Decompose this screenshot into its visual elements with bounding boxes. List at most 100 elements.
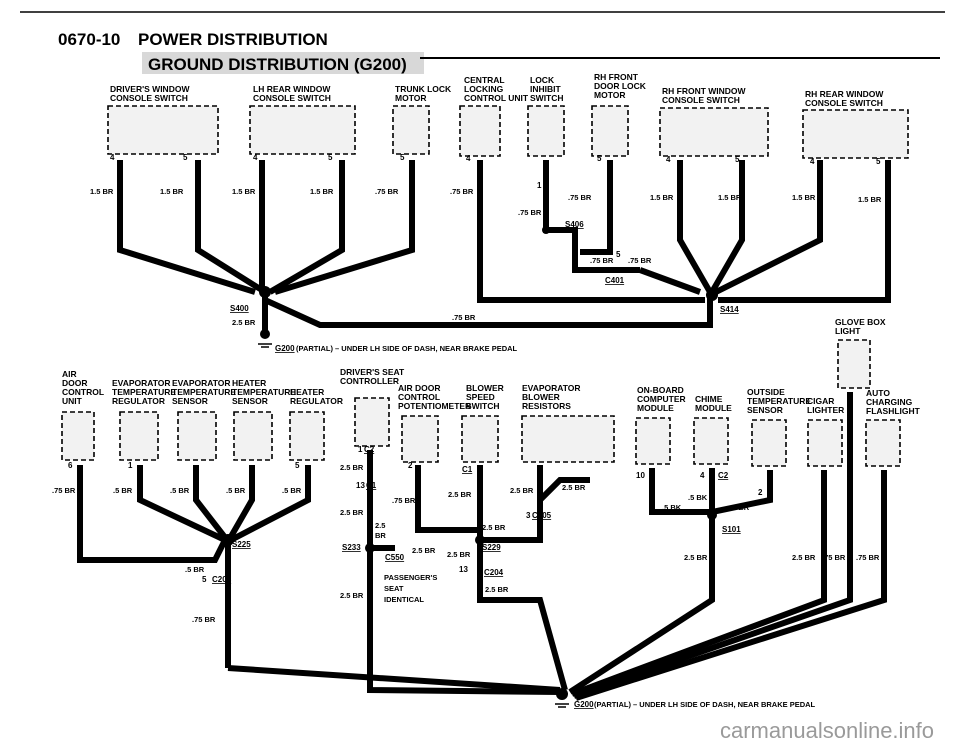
svg-text:2.5 BR: 2.5 BR xyxy=(447,550,471,559)
svg-text:TEMPERATURE: TEMPERATURE xyxy=(747,396,811,406)
label-drivers-window: DRIVER'S WINDOW CONSOLE SWITCH xyxy=(110,84,190,103)
svg-text:SENSOR: SENSOR xyxy=(172,396,208,406)
top-wire-labels: 1.5 BR 1.5 BR 1.5 BR 1.5 BR .75 BR .75 B… xyxy=(90,187,882,327)
label-air-door: AIR DOOR CONTROL UNIT xyxy=(62,369,104,406)
svg-text:CENTRAL: CENTRAL xyxy=(464,75,505,85)
svg-text:C204: C204 xyxy=(484,568,504,577)
svg-text:MODULE: MODULE xyxy=(695,403,732,413)
svg-text:MODULE: MODULE xyxy=(637,403,674,413)
box-evap-sensor xyxy=(177,411,217,461)
svg-text:FLASHLIGHT: FLASHLIGHT xyxy=(866,406,921,416)
svg-text:CONSOLE SWITCH: CONSOLE SWITCH xyxy=(805,98,883,108)
svg-text:2.5 BR: 2.5 BR xyxy=(485,585,509,594)
bottom-connectors: C2 C1 C1 S225 C204 S233 C550 S229 C204 C… xyxy=(212,445,741,584)
ground-note-top: (PARTIAL) – UNDER LH SIDE OF DASH, NEAR … xyxy=(296,344,518,353)
svg-text:SWITCH: SWITCH xyxy=(466,401,500,411)
label-lock-inhibit: LOCK INHIBIT SWITCH xyxy=(530,75,564,103)
box-flashlight xyxy=(865,419,901,467)
svg-text:IDENTICAL: IDENTICAL xyxy=(384,595,424,604)
svg-text:.75 BR: .75 BR xyxy=(192,615,216,624)
splice-dot-s229 xyxy=(475,535,485,545)
svg-text:CONTROL UNIT: CONTROL UNIT xyxy=(464,93,529,103)
splice-dot-s400 xyxy=(259,286,271,298)
svg-text:2.5 BR: 2.5 BR xyxy=(340,591,364,600)
svg-text:1.5 BR: 1.5 BR xyxy=(718,193,742,202)
connector-c401: C401 xyxy=(605,276,625,285)
svg-text:4: 4 xyxy=(700,471,705,480)
ground-g200-top: G200 xyxy=(275,344,295,353)
svg-text:C1: C1 xyxy=(462,465,473,474)
box-air-door-pot xyxy=(401,415,439,463)
svg-text:DOOR LOCK: DOOR LOCK xyxy=(594,81,647,91)
svg-text:AIR DOOR: AIR DOOR xyxy=(398,383,441,393)
splice-dot-s101 xyxy=(707,510,717,520)
svg-text:2.5 BR: 2.5 BR xyxy=(684,553,708,562)
box-obc xyxy=(635,417,671,465)
svg-text:OUTSIDE: OUTSIDE xyxy=(747,387,785,397)
svg-text:CHIME: CHIME xyxy=(695,394,723,404)
box-seat-controller xyxy=(354,397,390,447)
svg-text:S233: S233 xyxy=(342,543,361,552)
svg-text:C1: C1 xyxy=(366,481,377,490)
svg-text:C2: C2 xyxy=(718,471,729,480)
passenger-seat-note: PASSENGER'S SEAT IDENTICAL xyxy=(384,573,437,604)
ground-g200-bottom: G200 xyxy=(574,700,594,709)
box-rh-door-lock xyxy=(591,105,629,157)
box-evap-reg xyxy=(119,411,159,461)
svg-text:.5 BR: .5 BR xyxy=(185,565,205,574)
svg-text:.75 BR: .75 BR xyxy=(628,256,652,265)
label-heater-reg: HEATER REGULATOR xyxy=(290,387,343,406)
splice-s406: S406 xyxy=(565,220,584,229)
svg-text:CIGAR: CIGAR xyxy=(807,396,834,406)
svg-text:.5 BR: .5 BR xyxy=(113,486,133,495)
box-rh-front-window xyxy=(659,107,769,157)
box-heater-sensor xyxy=(233,411,273,461)
box-air-door xyxy=(61,411,95,461)
svg-text:4: 4 xyxy=(466,154,471,163)
svg-text:1.5 BR: 1.5 BR xyxy=(90,187,114,196)
label-rh-front-window: RH FRONT WINDOW CONSOLE SWITCH xyxy=(662,86,747,105)
svg-text:REGULATOR: REGULATOR xyxy=(112,396,165,406)
bottom-pins: 6 1 5 1 2 13 3 13 10 4 2 5 xyxy=(68,445,763,584)
svg-text:5: 5 xyxy=(616,250,621,259)
svg-text:CHARGING: CHARGING xyxy=(866,397,913,407)
label-cigar: CIGAR LIGHTER xyxy=(807,396,844,415)
svg-text:S229: S229 xyxy=(482,543,501,552)
svg-text:DRIVER'S SEAT: DRIVER'S SEAT xyxy=(340,367,405,377)
svg-text:DOOR: DOOR xyxy=(62,378,88,388)
box-trunk-lock xyxy=(392,105,430,155)
svg-text:5: 5 xyxy=(597,154,602,163)
svg-text:SPEED: SPEED xyxy=(466,392,495,402)
svg-text:RESISTORS: RESISTORS xyxy=(522,401,571,411)
svg-text:BR: BR xyxy=(375,531,386,540)
svg-text:2.5 BR: 2.5 BR xyxy=(448,490,472,499)
svg-text:13: 13 xyxy=(356,481,365,490)
ground-note-bottom: (PARTIAL) – UNDER LH SIDE OF DASH, NEAR … xyxy=(594,700,816,709)
box-rh-rear-window xyxy=(802,109,909,159)
svg-text:.75 BR: .75 BR xyxy=(375,187,399,196)
svg-text:PASSENGER'S: PASSENGER'S xyxy=(384,573,437,582)
svg-text:RH FRONT WINDOW: RH FRONT WINDOW xyxy=(662,86,747,96)
svg-text:.5 BK: .5 BK xyxy=(662,503,682,512)
svg-text:BLOWER: BLOWER xyxy=(466,383,504,393)
svg-text:SENSOR: SENSOR xyxy=(232,396,268,406)
svg-text:DRIVER'S WINDOW: DRIVER'S WINDOW xyxy=(110,84,190,94)
label-evap-reg: EVAPORATOR TEMPERATURE REGULATOR xyxy=(112,378,176,406)
svg-text:TRUNK LOCK: TRUNK LOCK xyxy=(395,84,452,94)
label-heater-sensor: HEATER TEMPERATURE SENSOR xyxy=(232,378,296,406)
svg-text:2.5 BR: 2.5 BR xyxy=(792,553,816,562)
svg-text:.5 BR: .5 BR xyxy=(226,486,246,495)
svg-text:.75 BR: .75 BR xyxy=(856,553,880,562)
ground-dot-bottom xyxy=(556,688,568,700)
svg-text:LIGHT: LIGHT xyxy=(835,326,861,336)
svg-text:4: 4 xyxy=(810,157,815,166)
svg-text:HEATER: HEATER xyxy=(290,387,324,397)
svg-text:1: 1 xyxy=(537,181,542,190)
label-blower-switch: BLOWER SPEED SWITCH xyxy=(466,383,504,411)
svg-text:S101: S101 xyxy=(722,525,741,534)
svg-text:5: 5 xyxy=(183,153,188,162)
svg-text:RH REAR WINDOW: RH REAR WINDOW xyxy=(805,89,884,99)
splice-dot-s233 xyxy=(365,543,375,553)
svg-text:5: 5 xyxy=(400,153,405,162)
svg-text:MOTOR: MOTOR xyxy=(395,93,426,103)
